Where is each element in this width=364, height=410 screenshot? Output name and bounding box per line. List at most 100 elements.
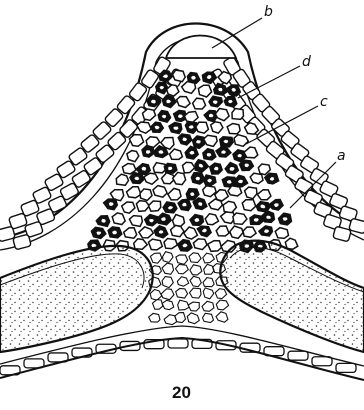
sclerenchyma-cell	[112, 213, 125, 225]
parenchyma-cell	[190, 276, 201, 286]
sclerenchyma-cell	[149, 201, 161, 211]
parenchyma-cell	[203, 313, 214, 322]
sclerenchyma-cell	[232, 109, 244, 120]
sclerenchyma-cell	[139, 227, 153, 238]
sclerenchyma-cell	[136, 201, 149, 212]
sclerenchyma-cell	[234, 135, 248, 147]
label-d: d	[302, 54, 311, 70]
sclerenchyma-cell	[183, 162, 195, 173]
sclerenchyma-cell	[193, 98, 206, 109]
sclerenchyma-cell	[173, 70, 186, 82]
epidermal-cell	[13, 234, 32, 250]
parenchyma-cell	[162, 300, 174, 309]
sclerenchyma-cell	[168, 188, 181, 200]
sclerenchyma-cell	[223, 201, 236, 213]
sclerenchyma-cell	[205, 214, 218, 225]
parenchyma-cell	[203, 278, 214, 287]
label-b: b	[264, 4, 273, 20]
sclerenchyma-cell	[209, 199, 223, 210]
parenchyma-cells-lower	[149, 252, 229, 325]
parenchyma-cell	[163, 252, 174, 263]
sclerenchyma-cell	[244, 147, 258, 158]
sclerenchyma-cell	[198, 85, 211, 97]
cap-cell-b	[166, 36, 236, 59]
parenchyma-cell	[203, 288, 214, 299]
sclerenchyma-cell	[196, 122, 209, 133]
sclerenchyma-cell	[122, 202, 135, 213]
sclerenchyma-cell	[134, 239, 148, 249]
parenchyma-cell	[162, 277, 173, 288]
bottom-cell	[312, 357, 332, 366]
parenchyma-cell	[149, 313, 160, 322]
sclerenchyma-cell	[171, 225, 184, 236]
parenchyma-cell	[162, 263, 174, 274]
sclerenchyma-cell	[116, 174, 128, 185]
parenchyma-cell	[178, 300, 190, 310]
sclerenchyma-cell	[127, 151, 139, 162]
parenchyma-cell	[150, 290, 162, 301]
parenchyma-cell	[216, 300, 228, 310]
parenchyma-cell	[216, 312, 228, 323]
sclerenchyma-cell	[184, 112, 198, 123]
bottom-cell	[336, 363, 356, 372]
bottom-epidermal-band	[0, 339, 356, 375]
parenchyma-cell	[176, 289, 188, 299]
sclerenchyma-cell	[257, 190, 271, 200]
sclerenchyma-cell	[208, 241, 222, 252]
parenchyma-cell	[190, 288, 202, 298]
bottom-cell	[168, 339, 188, 348]
bottom-cell	[288, 351, 308, 360]
parenchyma-cell	[153, 300, 163, 310]
epidermal-cell	[333, 226, 352, 242]
sclerenchyma-cell	[143, 109, 156, 120]
parenchyma-cell	[177, 277, 188, 287]
parenchyma-cell	[215, 289, 226, 299]
sclerenchyma-cell	[204, 135, 218, 146]
sclerenchyma-cell	[227, 124, 240, 134]
label-a: a	[337, 148, 346, 164]
sclerenchyma-cell	[129, 135, 143, 147]
sclerenchyma-cell	[153, 186, 167, 198]
parenchyma-cell	[176, 255, 188, 264]
sclerenchyma-cell	[211, 122, 223, 133]
sclerenchyma-cell	[228, 186, 242, 196]
sclerenchyma-cell	[149, 239, 163, 250]
sclerenchyma-cell	[242, 200, 255, 211]
parenchyma-cell	[176, 264, 189, 273]
sclerenchyma-cell	[216, 226, 229, 236]
left-vascular-strand	[0, 246, 153, 352]
parenchyma-cell	[175, 313, 186, 323]
sclerenchyma-cell	[124, 228, 137, 238]
leader-b	[212, 18, 262, 48]
sclerenchyma-cell	[140, 189, 152, 201]
sclerenchyma-cell	[164, 239, 177, 249]
parenchyma-cell	[189, 253, 201, 263]
sclerenchyma-cell	[129, 216, 142, 227]
parenchyma-cell	[161, 289, 174, 300]
sclerenchyma-cell	[215, 109, 229, 121]
sclerenchyma-cell	[182, 82, 196, 94]
sclerenchyma-cell	[245, 187, 257, 199]
sclerenchyma-cell	[177, 97, 190, 108]
figure-number: 20	[172, 383, 191, 402]
sclerenchyma-cell	[137, 122, 151, 133]
sclerenchyma-cell	[173, 172, 186, 184]
sclerenchyma-cell	[184, 227, 198, 239]
parenchyma-cell	[150, 253, 161, 263]
sclerenchyma-cell	[170, 149, 183, 159]
parenchyma-cell	[204, 264, 214, 274]
parenchyma-cell	[187, 313, 199, 324]
sclerenchyma-cell	[250, 173, 263, 183]
sclerenchyma-cell	[127, 187, 142, 198]
sclerenchyma-cell	[173, 215, 185, 227]
parenchyma-cell	[188, 302, 199, 311]
sclerenchyma-cell	[193, 239, 207, 250]
sclerenchyma-cell	[233, 213, 247, 224]
parenchyma-cell	[203, 253, 215, 263]
parenchyma-cell	[202, 301, 214, 311]
sclerenchyma-cell	[275, 228, 288, 239]
sclerenchyma-cell	[144, 173, 158, 184]
sclerenchyma-cell	[230, 226, 243, 238]
sclerenchyma-cell	[243, 227, 256, 237]
